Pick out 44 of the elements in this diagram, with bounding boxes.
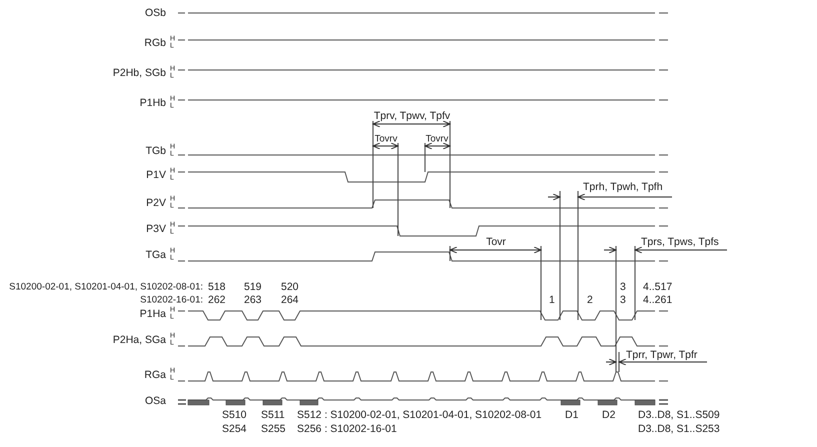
pixel-number: 1 <box>549 294 555 306</box>
signal-name: P2Hb, SGb <box>112 68 166 78</box>
timing-label: Tprr, Tpwr, Tpfr <box>626 350 698 360</box>
pixel-number: 519 <box>244 282 262 292</box>
signal-name: TGb <box>146 146 166 156</box>
timing-label: Tprs, Tpws, Tpfs <box>641 236 719 248</box>
pixel-number: 264 <box>281 294 299 306</box>
signal-name: P2Ha, SGa <box>112 334 166 346</box>
signal-name: RGa <box>144 370 166 380</box>
timing-label: Tprh, Tpwh, Tpfh <box>583 182 663 192</box>
signal-name: P1Hb <box>140 98 166 108</box>
signal-name: RGb <box>144 38 166 48</box>
pixel-number: 263 <box>244 294 262 306</box>
output-label: D3..D8, S1..S509 <box>638 410 720 420</box>
pixel-number: 262 <box>208 294 226 306</box>
output-label: D1 <box>565 410 578 420</box>
timing-label: Tovrv <box>374 134 398 144</box>
timing-label: Tprv, Tpwv, Tpfv <box>374 110 450 122</box>
pixel-number: 3 <box>620 294 626 306</box>
pixel-number: 4..517 <box>643 282 672 292</box>
output-label: S511 <box>261 410 285 420</box>
pixel-number: 520 <box>281 282 299 292</box>
timing-label: Tovr <box>486 236 506 248</box>
pixel-number: 3 <box>620 282 626 292</box>
signal-name: P3V <box>146 224 166 234</box>
output-label: S255 <box>261 424 286 434</box>
output-label: D2 <box>602 410 616 420</box>
signal-name: P1V <box>146 170 166 180</box>
signal-name: P2V <box>146 198 166 208</box>
output-label: S254 <box>222 424 247 434</box>
signal-name: OSa <box>144 396 166 406</box>
timing-label: Tovrv <box>426 134 448 144</box>
pixel-number: 4..261 <box>643 294 672 306</box>
pixel-number: 518 <box>208 282 226 292</box>
output-label: S512 : S10200-02-01, S10201-04-01, S10202-08-01 <box>297 410 542 420</box>
output-label: D3..D8, S1..S253 <box>638 424 720 434</box>
pixel-label: S10202-16-01: <box>140 295 203 305</box>
signal-name: TGa <box>146 250 166 260</box>
signal-name: P1Ha <box>140 308 166 320</box>
output-label: S510 <box>222 410 247 420</box>
output-label: S256 : S10202-16-01 <box>297 424 397 434</box>
pixel-label: S10200-02-01, S10201-04-01, S10202-08-01: <box>9 282 203 292</box>
pixel-number: 2 <box>587 294 593 306</box>
signal-name: OSb <box>144 8 166 18</box>
